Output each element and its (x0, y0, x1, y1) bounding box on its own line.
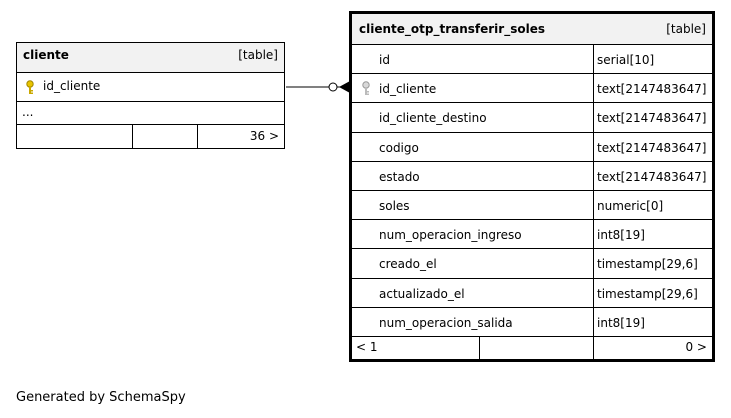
column-row[interactable]: num_operacion_ingreso int8[19] (352, 220, 712, 250)
column-name: id_cliente (43, 79, 101, 93)
many-crowfoot-marker (339, 81, 350, 93)
table-header: cliente_otp_transferir_soles [table] (352, 14, 712, 45)
column-name: creado_el (379, 257, 437, 272)
column-row[interactable]: id serial[10] (352, 45, 712, 75)
column-type: timestamp[29,6] (597, 257, 698, 272)
column-type: int8[19] (597, 315, 645, 330)
table-footer-row: < 1 0 > (352, 337, 712, 359)
column-type: text[2147483647] (597, 140, 707, 155)
column-row[interactable]: creado_el timestamp[29,6] (352, 249, 712, 279)
column-row[interactable]: id_cliente text[2147483647] (352, 74, 712, 104)
column-type: serial[10] (597, 53, 655, 67)
table-name: cliente_otp_transferir_soles (359, 22, 545, 36)
ellipsis-text: ... (22, 105, 34, 119)
column-name: id_cliente (379, 82, 437, 97)
column-type: text[2147483647] (597, 111, 707, 126)
column-type: text[2147483647] (597, 169, 707, 184)
table-type-label: [table] (238, 48, 278, 62)
column-row[interactable]: actualizado_el timestamp[29,6] (352, 278, 712, 308)
children-count[interactable]: 0 > (685, 340, 707, 354)
column-name: id_cliente_destino (379, 111, 487, 126)
foreign-key-icon (361, 81, 371, 100)
parents-count[interactable]: < 1 (356, 340, 378, 354)
primary-key-icon (25, 80, 35, 99)
children-count[interactable]: 36 > (249, 129, 279, 143)
column-type: timestamp[29,6] (597, 286, 698, 301)
table-type-label: [table] (666, 22, 706, 36)
table-footer-row: 36 > (17, 125, 284, 148)
column-name: num_operacion_salida (379, 315, 513, 330)
column-name: id (379, 53, 390, 67)
zero-optional-marker (328, 82, 338, 92)
column-name: actualizado_el (379, 286, 465, 301)
column-row-id-cliente[interactable]: id_cliente (17, 73, 284, 102)
table-cliente[interactable]: cliente [table] id_cliente ... 36 > (16, 42, 285, 149)
column-type: text[2147483647] (597, 82, 707, 97)
column-row[interactable]: num_operacion_salida int8[19] (352, 307, 712, 337)
column-type: int8[19] (597, 228, 645, 243)
column-name: estado (379, 169, 420, 184)
column-row[interactable]: codigo text[2147483647] (352, 132, 712, 162)
ellipsis-row: ... (17, 102, 284, 125)
column-name: codigo (379, 140, 419, 155)
table-cliente-otp-transferir-soles[interactable]: cliente_otp_transferir_soles [table] id s… (349, 11, 715, 362)
column-type: numeric[0] (597, 199, 664, 213)
column-row[interactable]: soles numeric[0] (352, 191, 712, 221)
table-name: cliente (23, 48, 69, 62)
generated-by-label: Generated by SchemaSpy (16, 390, 186, 405)
table-header: cliente [table] (17, 43, 284, 73)
column-row[interactable]: estado text[2147483647] (352, 161, 712, 191)
column-name: num_operacion_ingreso (379, 228, 522, 243)
column-name: soles (379, 199, 410, 213)
column-row[interactable]: id_cliente_destino text[2147483647] (352, 103, 712, 133)
